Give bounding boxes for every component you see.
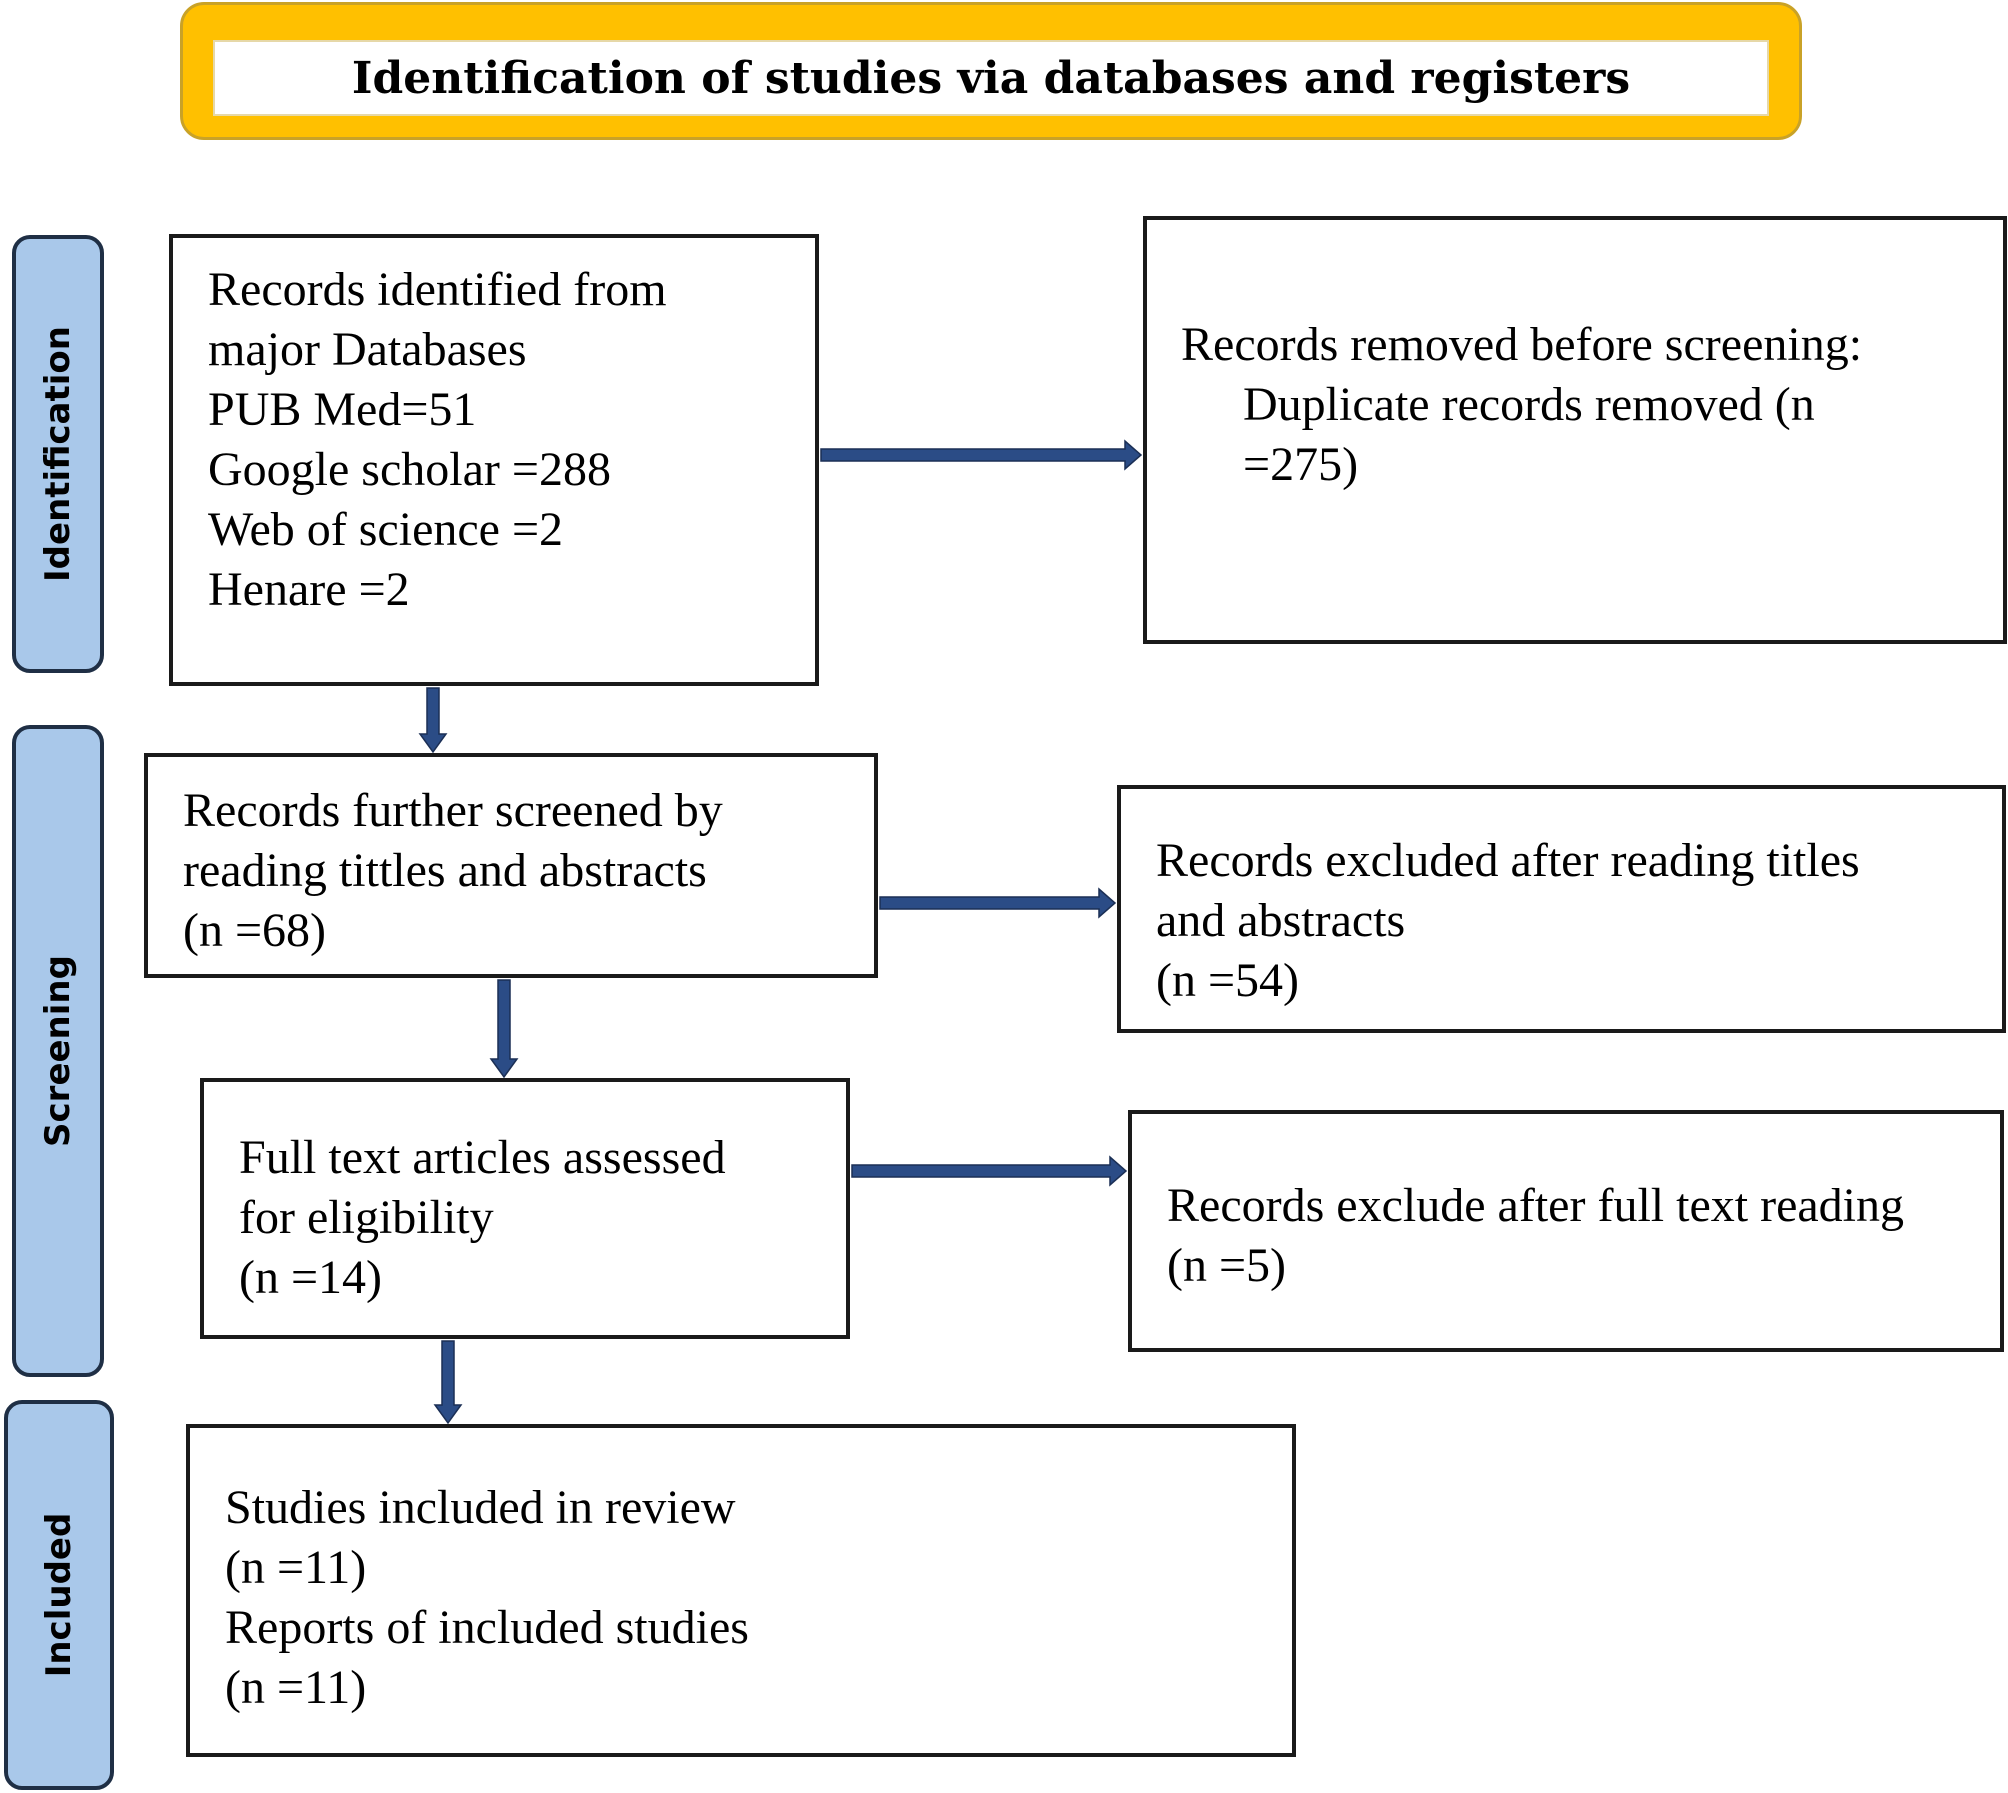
records-excluded-titles-line: Records excluded after reading titles [1156,834,1860,887]
records-identified-line: Henare =2 [208,563,410,616]
records-excluded-titles-line: and abstracts [1156,894,1406,947]
records-screened-line: (n =68) [183,904,327,957]
records-excluded-fulltext-box: Records exclude after full text reading … [1128,1110,2004,1352]
records-identified-line: Web of science =2 [208,503,564,556]
studies-included-box: Studies included in review (n =11) Repor… [186,1424,1296,1757]
phase-identification: Identification [12,235,104,673]
phase-screening: Screening [12,725,104,1377]
arrow-identified-to-removed [820,439,1143,471]
records-identified-box: Records identified from major Databases … [169,234,819,686]
full-text-assessed-line: for eligibility [239,1191,494,1244]
records-screened-box: Records further screened by reading titt… [144,753,878,978]
studies-included-line: (n =11) [225,1541,367,1594]
studies-included-line: (n =11) [225,1661,367,1714]
records-identified-line: Google scholar =288 [208,443,611,496]
arrow-fulltext-to-included [433,1340,463,1425]
arrow-screened-to-fulltext [489,979,519,1079]
records-identified-line: major Databases [208,323,527,376]
records-excluded-fulltext-line: Records exclude after full text reading [1167,1179,1905,1232]
arrow-identified-to-screened [418,687,448,754]
full-text-assessed-line: (n =14) [239,1251,383,1304]
phase-included: Included [4,1400,114,1790]
arrow-screened-to-excluded-titles [879,887,1117,919]
records-excluded-titles-line: (n =54) [1156,954,1300,1007]
records-identified-line: Records identified from [208,263,667,316]
records-removed-box: Records removed before screening: Duplic… [1143,216,2007,644]
records-removed-line: Duplicate records removed (n [1243,378,1815,431]
records-screened-line: Records further screened by [183,784,723,837]
records-excluded-fulltext-line: (n =5) [1167,1239,1287,1292]
studies-included-line: Studies included in review [225,1481,736,1534]
header-title-box: Identification of studies via databases … [213,40,1769,116]
header-title: Identification of studies via databases … [351,52,1631,104]
full-text-assessed-line: Full text articles assessed [239,1131,726,1184]
arrow-fulltext-to-excluded-fulltext [851,1155,1128,1187]
records-removed-line: Records removed before screening: [1181,318,1863,371]
records-identified-line: PUB Med=51 [208,383,477,436]
records-screened-line: reading tittles and abstracts [183,844,707,897]
studies-included-line: Reports of included studies [225,1601,749,1654]
records-removed-line: =275) [1243,438,1359,491]
full-text-assessed-box: Full text articles assessed for eligibil… [200,1078,850,1339]
records-excluded-titles-box: Records excluded after reading titles an… [1117,785,2006,1033]
